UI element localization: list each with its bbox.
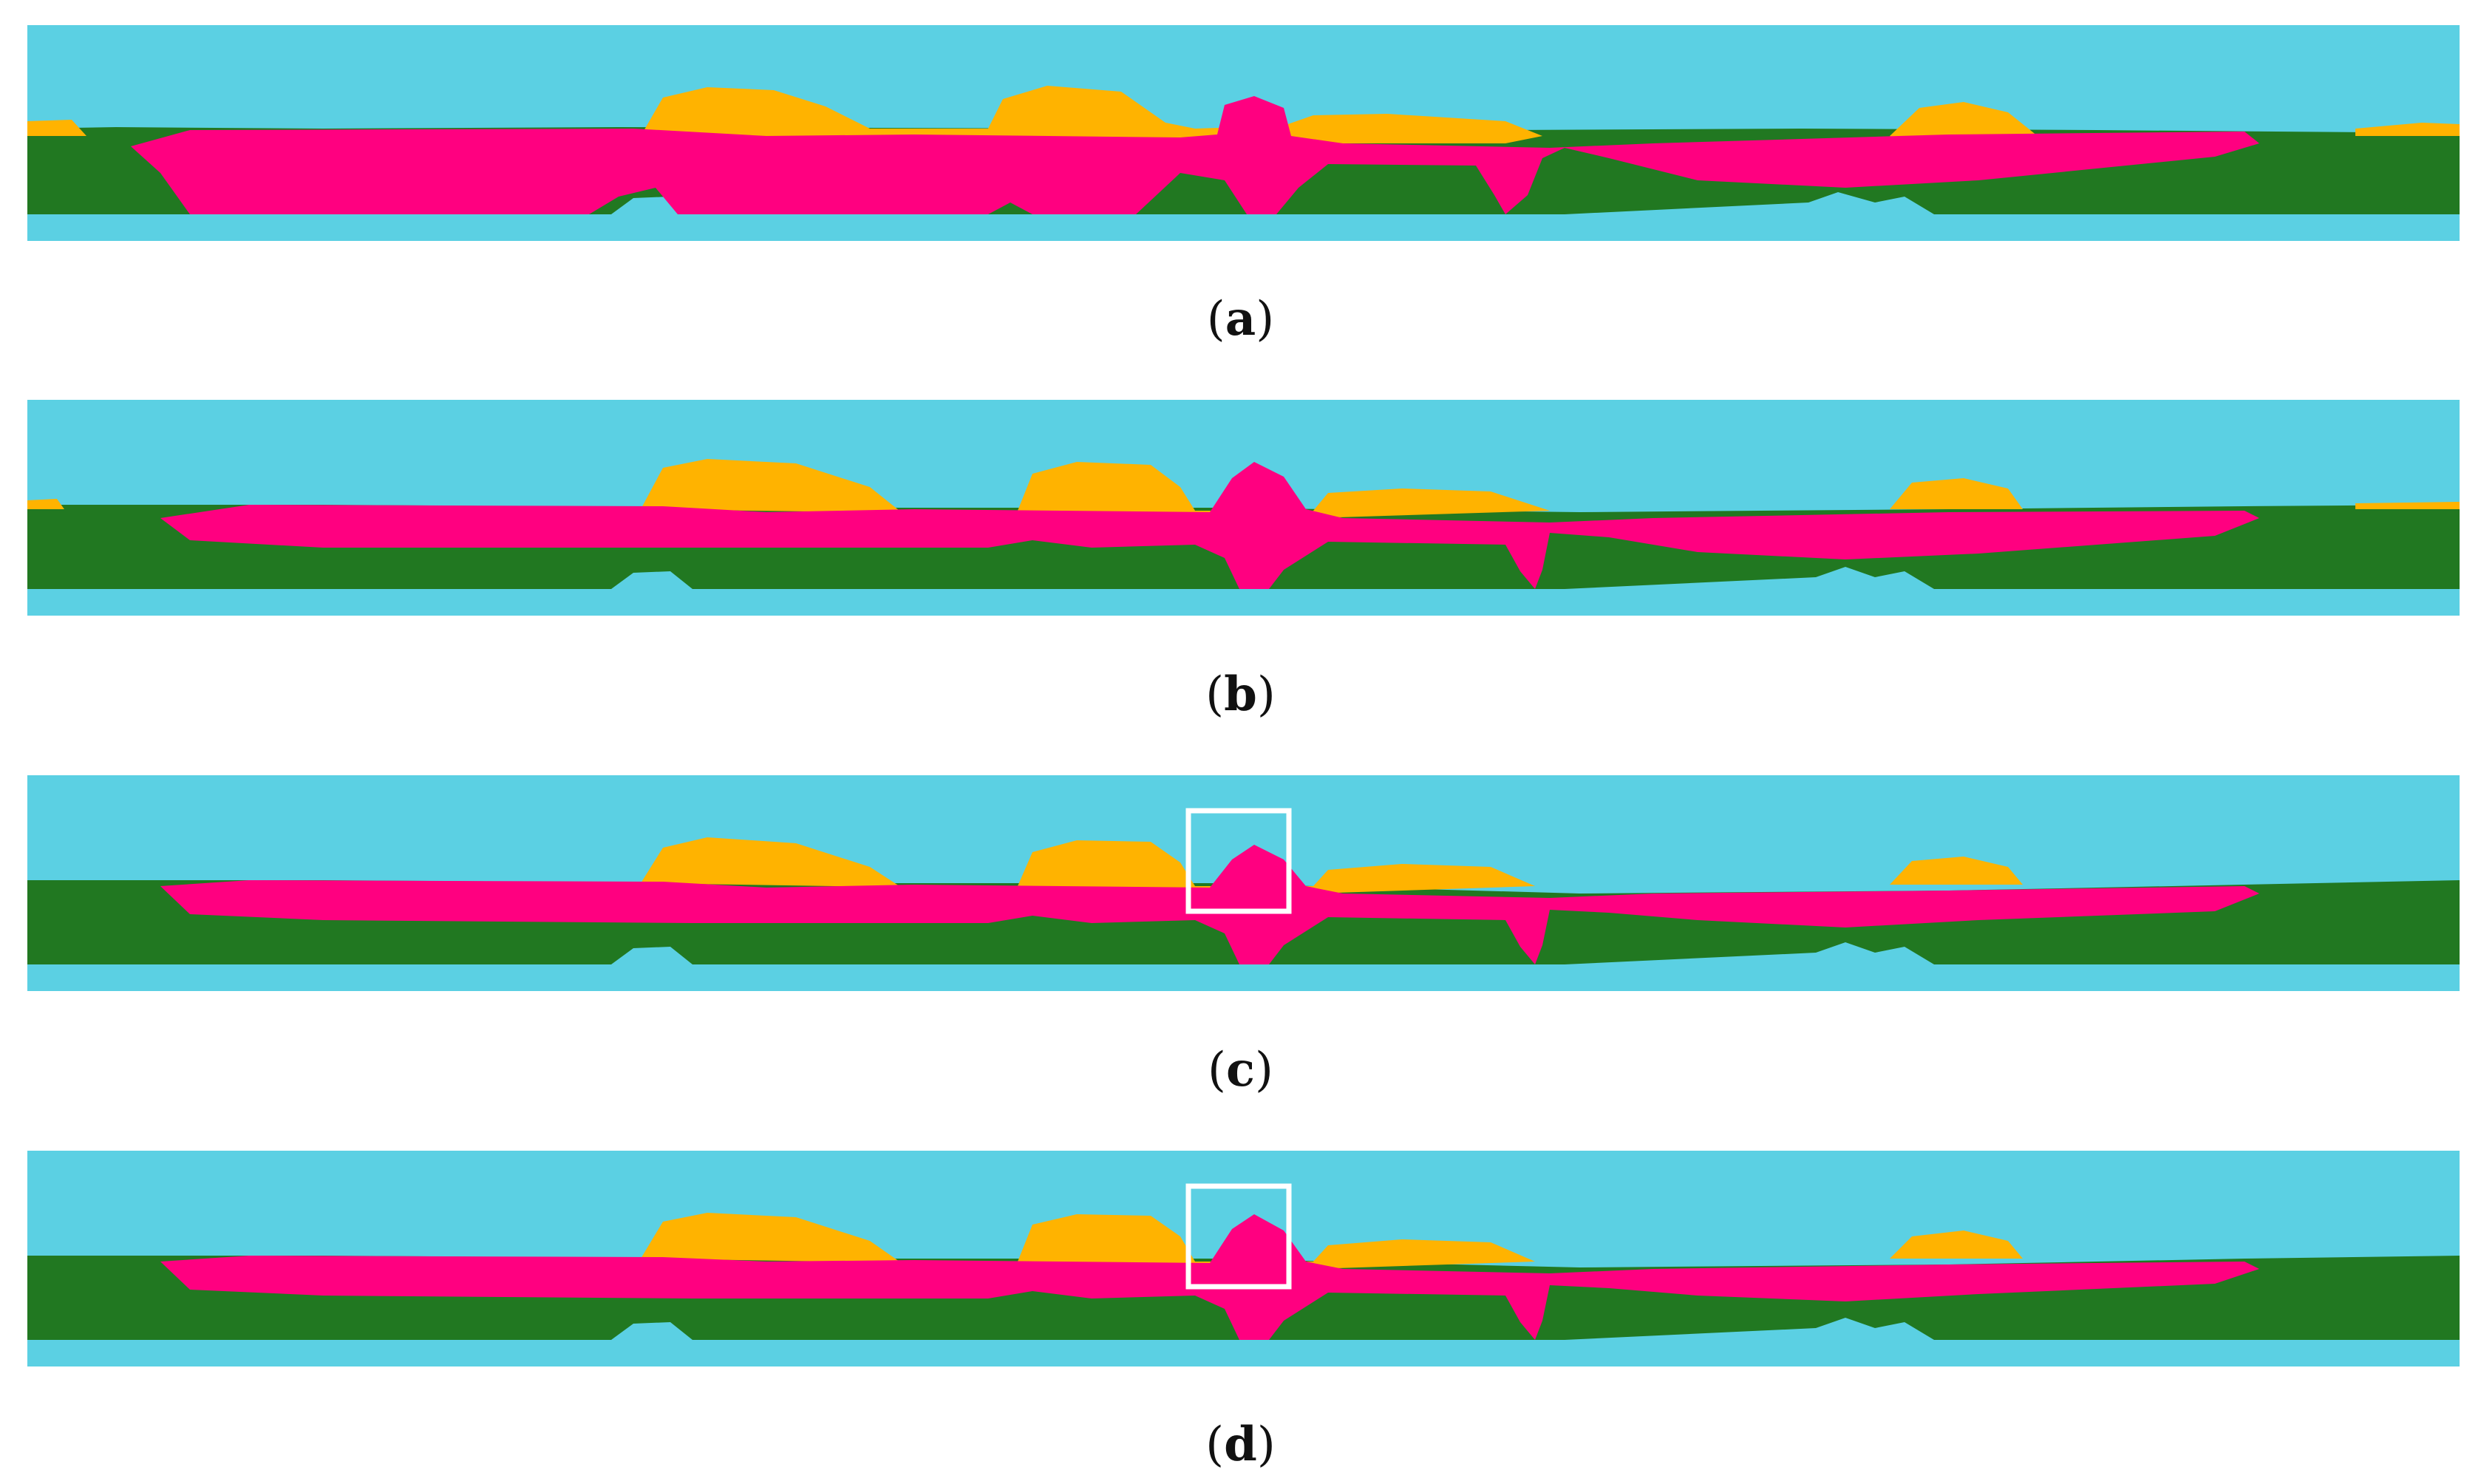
target-region <box>160 462 2259 589</box>
caption-close-paren: ) <box>1256 1417 1276 1472</box>
caption-close-paren: ) <box>1254 1043 1273 1097</box>
segmentation-map-c <box>27 775 2460 991</box>
vegetation-region <box>641 1213 2023 1269</box>
highlight-box <box>1185 808 1292 914</box>
caption-b: (b) <box>0 667 2481 723</box>
segmentation-map-d <box>27 1151 2460 1366</box>
bottom-band <box>27 589 2460 616</box>
caption-open-paren: ( <box>1208 1043 1227 1097</box>
target-region <box>160 845 2259 964</box>
vegetation-region <box>27 459 2460 518</box>
bottom-band <box>27 214 2460 241</box>
caption-letter: d <box>1224 1417 1257 1472</box>
caption-letter: b <box>1224 667 1257 722</box>
bottom-band <box>27 964 2460 991</box>
segmentation-panel-a <box>27 25 2460 241</box>
vegetation-region <box>641 837 2023 894</box>
target-region <box>131 96 2259 214</box>
bottom-band <box>27 1340 2460 1366</box>
highlight-box <box>1185 1183 1292 1290</box>
caption-open-paren: ( <box>1205 667 1225 722</box>
caption-letter: a <box>1225 291 1256 347</box>
segmentation-map-a <box>27 25 2460 241</box>
segmentation-panel-d <box>27 1151 2460 1366</box>
caption-open-paren: ( <box>1205 1417 1225 1472</box>
caption-c: (c) <box>0 1042 2481 1098</box>
caption-d: (d) <box>0 1417 2481 1473</box>
caption-open-paren: ( <box>1206 292 1225 347</box>
caption-letter: c <box>1226 1042 1255 1097</box>
segmentation-map-b <box>27 400 2460 616</box>
caption-close-paren: ) <box>1256 292 1275 347</box>
caption-close-paren: ) <box>1256 667 1276 722</box>
caption-a: (a) <box>0 291 2481 347</box>
target-region <box>160 1214 2259 1340</box>
segmentation-panel-c <box>27 775 2460 991</box>
segmentation-panel-b <box>27 400 2460 616</box>
